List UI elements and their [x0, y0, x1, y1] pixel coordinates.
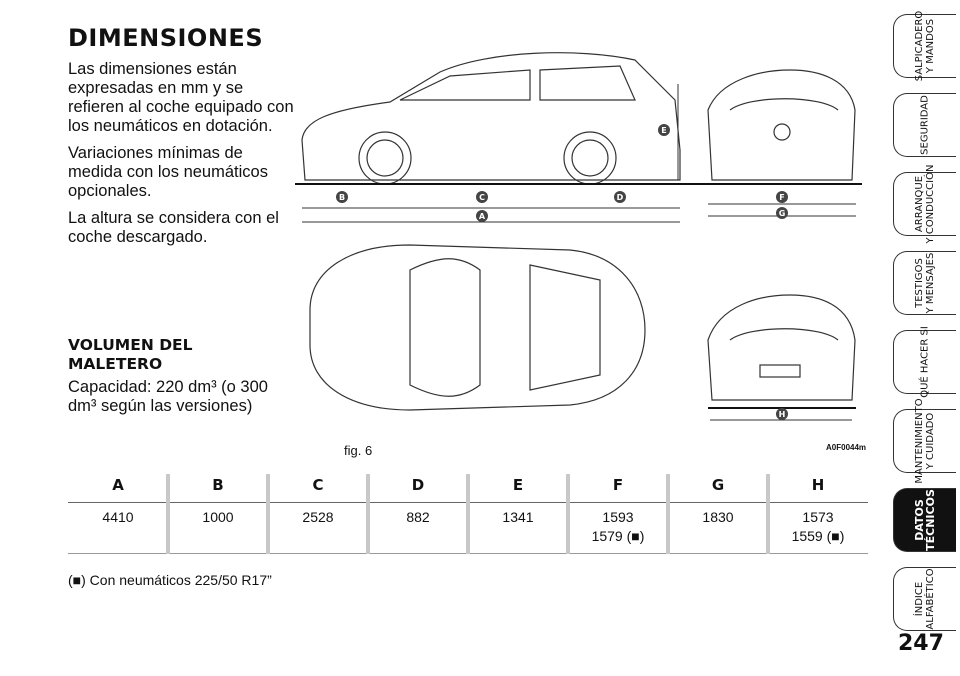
header-c: C — [312, 476, 324, 494]
tab-label: SALPICADERO Y MANDOS — [914, 10, 936, 82]
tab-label: ARRANQUE Y CONDUCCIÓN — [914, 164, 936, 244]
value-a: 4410 — [68, 500, 168, 560]
value-h-main: 1573 — [802, 509, 834, 525]
table-row: 4410 1000 2528 882 1341 1593 1579 (■) 18… — [68, 500, 868, 560]
tire-footnote: (■) Con neumáticos 225/50 R17” — [68, 572, 272, 588]
label-e-marker — [658, 124, 670, 136]
label-a: A — [479, 212, 486, 221]
trunk-volume-title: VOLUMEN DEL MALETERO — [68, 336, 193, 373]
paragraph-units: Las dimensiones están expresadas en mm y… — [68, 60, 294, 135]
label-g: G — [779, 209, 786, 218]
value-e-main: 1341 — [502, 509, 534, 525]
column-separator — [666, 474, 670, 554]
value-g: 1830 — [668, 500, 768, 560]
tab-label: ÍNDICE ALFABÉTICO — [914, 568, 936, 630]
page-number: 247 — [898, 631, 944, 656]
figure-code: A0F0044m — [826, 443, 867, 452]
tab-seguridad[interactable]: SEGURIDAD — [893, 93, 956, 157]
label-d-marker — [614, 191, 626, 203]
label-h-marker — [776, 408, 788, 420]
value-d-main: 882 — [406, 509, 430, 525]
tab-label: TESTIGOS Y MENSAJES — [914, 252, 936, 314]
header-b: B — [212, 476, 224, 494]
rear-view-body — [707, 294, 856, 401]
tab-datos-tecnicos[interactable]: DATOS TÉCNICOS — [893, 488, 956, 552]
header-a: A — [112, 476, 124, 494]
side-view-body — [301, 52, 681, 181]
column-separator — [766, 474, 770, 554]
paragraph-height: La altura se considera con el coche desc… — [68, 209, 279, 246]
top-view-body — [309, 244, 646, 411]
dimensions-table: A B C D E F G H 4410 1000 2528 882 1341 … — [68, 470, 868, 560]
column-separator — [166, 474, 170, 554]
label-b: B — [339, 193, 345, 202]
intro-text: Las dimensiones están expresadas en mm y… — [68, 60, 298, 255]
tab-label: QUÉ HACER SI — [919, 326, 931, 398]
value-h: 1573 1559 (■) — [768, 500, 868, 560]
label-g-marker — [776, 207, 788, 219]
value-f-alt: 1579 (■) — [591, 528, 645, 544]
value-a-main: 4410 — [102, 509, 134, 525]
value-b: 1000 — [168, 500, 268, 560]
label-c-marker — [476, 191, 488, 203]
value-e: 1341 — [468, 500, 568, 560]
label-b-marker — [336, 191, 348, 203]
header-e: E — [512, 476, 524, 494]
front-view-body — [707, 69, 856, 181]
tab-label: SEGURIDAD — [919, 95, 931, 155]
label-a-marker — [476, 210, 488, 222]
tab-testigos[interactable]: TESTIGOS Y MENSAJES — [893, 251, 956, 315]
value-c: 2528 — [268, 500, 368, 560]
tab-arranque[interactable]: ARRANQUE Y CONDUCCIÓN — [893, 165, 956, 243]
table-header: A B C D E F G H — [68, 470, 868, 500]
value-f-main: 1593 — [602, 509, 634, 525]
label-h: H — [779, 410, 786, 419]
header-f: F — [612, 476, 624, 494]
value-d: 882 — [368, 500, 468, 560]
header-h: H — [811, 476, 825, 494]
tab-salpicadero[interactable]: SALPICADERO Y MANDOS — [893, 11, 956, 81]
value-g-main: 1830 — [702, 509, 734, 525]
value-h-alt: 1559 (■) — [791, 528, 845, 544]
capacity-text: Capacidad: 220 dm³ (o 300 dm³ según las … — [68, 378, 268, 415]
label-d: D — [617, 193, 624, 202]
column-separator — [566, 474, 570, 554]
tab-que-hacer-si[interactable]: QUÉ HACER SI — [893, 326, 956, 398]
label-f-marker — [776, 191, 788, 203]
paragraph-variations: Variaciones mínimas de medida con los ne… — [68, 144, 268, 200]
car-dimensions-drawing: B C D A E F G H — [295, 52, 862, 421]
label-c: C — [479, 193, 485, 202]
column-separator — [266, 474, 270, 554]
header-g: G — [711, 476, 725, 494]
page-title: DIMENSIONES — [68, 24, 264, 52]
figure-caption: fig. 6 — [344, 443, 373, 458]
value-b-main: 1000 — [202, 509, 234, 525]
tab-label: MANTENIMIENTO Y CUIDADO — [914, 398, 936, 484]
tab-indice-alfabetico[interactable]: ÍNDICE ALFABÉTICO — [893, 567, 956, 631]
value-c-main: 2528 — [302, 509, 334, 525]
trunk-volume-heading: VOLUMEN DEL MALETERO — [68, 336, 248, 374]
tab-mantenimiento[interactable]: MANTENIMIENTO Y CUIDADO — [893, 398, 956, 484]
column-separator — [466, 474, 470, 554]
label-e: E — [661, 126, 666, 135]
header-d: D — [411, 476, 425, 494]
value-f: 1593 1579 (■) — [568, 500, 668, 560]
tab-label: DATOS TÉCNICOS — [913, 489, 937, 551]
label-f: F — [779, 193, 784, 202]
column-separator — [366, 474, 370, 554]
